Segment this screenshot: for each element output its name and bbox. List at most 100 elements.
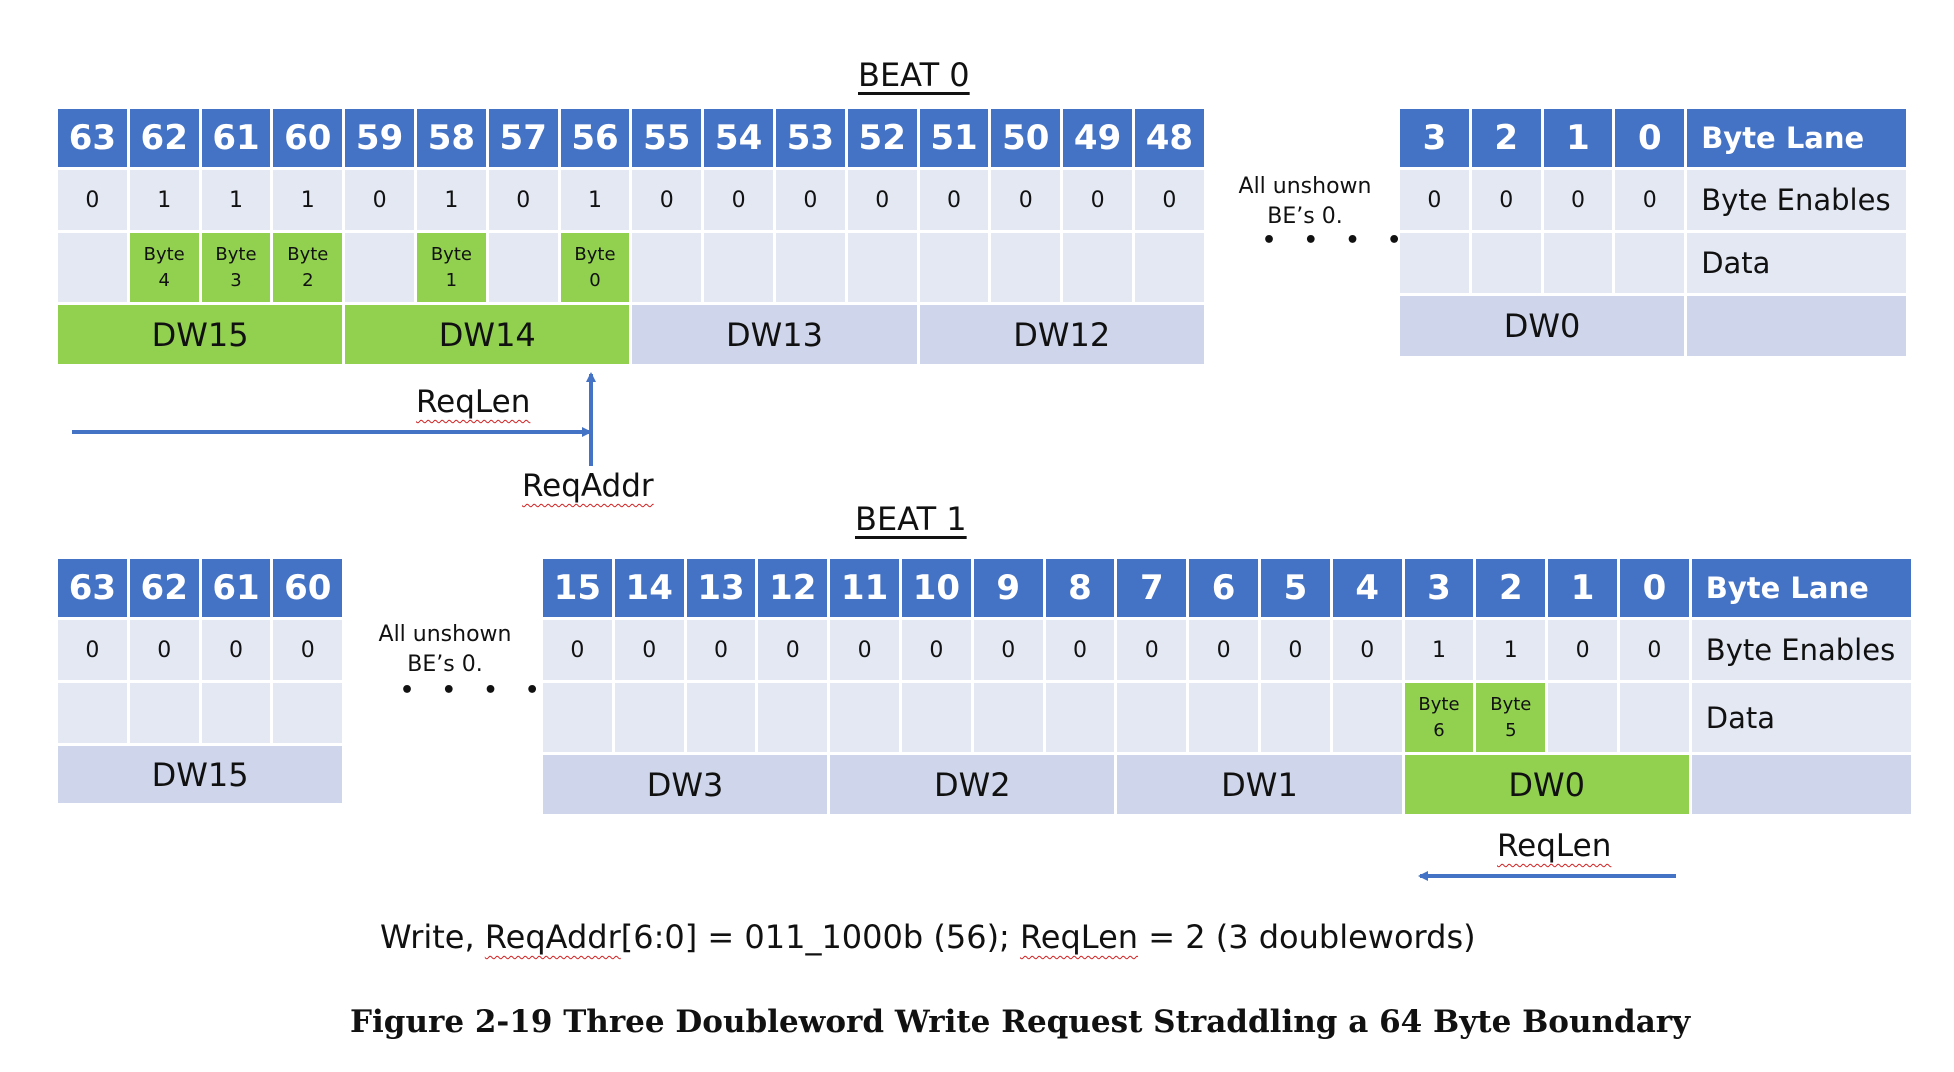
byte-lane-header: 58 [417,109,489,170]
byte-enable-value: 0 [1615,170,1688,233]
byte-lane-header: 3 [1400,109,1472,170]
byte-enable-value: 0 [704,170,776,233]
byte-lane-row-label: Byte Lane [1691,559,1914,620]
note-line: All unshown [378,622,512,647]
data-cell [543,683,615,755]
data-cell [1189,683,1261,755]
data-cell [632,233,705,305]
byte-enables-row-label: Byte Enables [1687,170,1910,233]
beat0-unshown-note: All unshown BE’s 0. [1225,172,1385,232]
byte-lane-header: 11 [830,559,902,620]
data-cell [129,683,202,746]
data-cell [991,233,1064,305]
byte-word: Byte [1490,693,1532,715]
byte-enable-value: 0 [58,620,130,683]
byte-word: Byte [430,243,472,265]
byte-lane-header: 54 [704,109,776,170]
data-cell [704,233,776,305]
byte-word: Byte [287,243,329,265]
beat1-unshown-note: All unshown BE’s 0. [365,620,525,680]
byte-enable-value: 0 [1543,170,1616,233]
data-cell [345,233,417,305]
data-cell [919,233,992,305]
reqaddr-label: ReqAddr [522,468,654,504]
dword-blank [1687,296,1910,359]
byte-enable-value: 0 [1471,170,1544,233]
data-cell [1332,683,1405,755]
byte-lane-header: 48 [1135,109,1207,170]
byte-enable-value: 0 [1063,170,1135,233]
byte-number: 6 [1433,719,1445,741]
byte-enable-value: 0 [273,620,346,683]
dword-label: DW3 [543,755,831,817]
data-cell [1471,233,1544,296]
byte-enable-value: 0 [201,620,274,683]
dword-label: DW15 [58,746,346,806]
byte-enables-row-label: Byte Enables [1691,620,1914,683]
byte-lane-header: 5 [1261,559,1333,620]
data-cell [58,683,130,746]
data-cell [902,683,974,755]
byte-lane-header: 15 [543,559,615,620]
data-cell [1620,683,1692,755]
byte-enable-value: 0 [129,620,202,683]
byte-lane-header: 9 [973,559,1046,620]
data-cell [614,683,687,755]
byte-enable-value: 1 [560,170,633,233]
byte-enable-value: 0 [1189,620,1261,683]
byte-lane-header: 60 [273,559,346,620]
data-cell [973,683,1046,755]
data-cell [1400,233,1472,296]
byte-lane-header: 52 [847,109,920,170]
byte-enable-value: 0 [1332,620,1405,683]
data-cell [1548,683,1620,755]
byte-enable-value: 0 [1620,620,1692,683]
data-cell [847,233,920,305]
note-line: All unshown [1238,174,1372,199]
dword-label: DW0 [1404,755,1692,817]
data-cell [1117,683,1190,755]
reqlen-top-label: ReqLen [416,384,531,420]
byte-lane-header: 61 [201,109,274,170]
byte-lane-header: 51 [919,109,992,170]
caption-post: = 2 (3 doublewords) [1138,918,1476,956]
byte-lane-header: 63 [58,559,130,620]
byte-enable-value: 0 [973,620,1046,683]
byte-lane-header: 62 [129,109,202,170]
byte-lane-header: 6 [1189,559,1261,620]
reqlen-bottom-label: ReqLen [1497,828,1612,864]
caption-mid: [6:0] = 011_1000b (56); [620,918,1020,956]
byte-enable-value: 0 [614,620,687,683]
dword-label: DW13 [632,305,920,367]
byte-enable-value: 1 [129,170,202,233]
figure-caption: Figure 2-19 Three Doubleword Write Reque… [350,1004,1691,1040]
data-cell [686,683,759,755]
byte-number: 0 [589,269,601,291]
data-cell [1135,233,1207,305]
ellipsis-dots: • • • • [1262,228,1412,253]
byte-enable-value: 0 [758,620,831,683]
byte-word: Byte [574,243,616,265]
byte-enable-value: 0 [1135,170,1207,233]
byte-enable-value: 0 [632,170,705,233]
byte-lane-header: 3 [1404,559,1477,620]
byte-word: Byte [215,243,257,265]
byte-lane-header: 2 [1471,109,1544,170]
byte-enable-value: 0 [902,620,974,683]
byte-enable-value: 0 [919,170,992,233]
byte-enable-value: 0 [686,620,759,683]
data-row-label: Data [1691,683,1914,755]
byte-lane-header: 57 [488,109,561,170]
byte-lane-header: 61 [201,559,274,620]
dword-label: DW1 [1117,755,1405,817]
byte-lane-header: 55 [632,109,705,170]
